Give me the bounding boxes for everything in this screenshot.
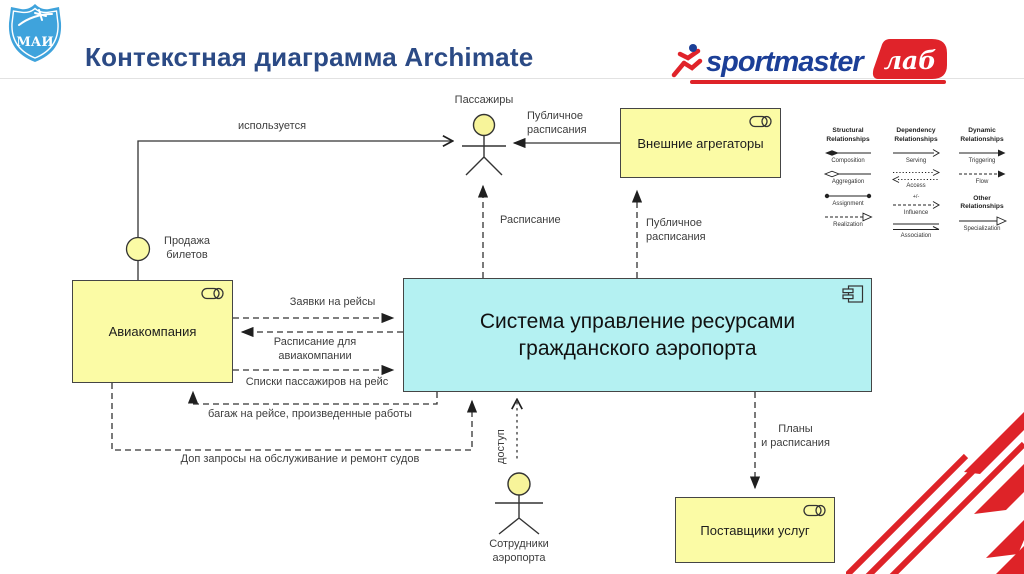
mai-logo-text: МАИ <box>16 35 53 50</box>
edge-label-passenger-lists: Списки пассажиров на рейс <box>245 376 389 388</box>
business-role-icon <box>803 504 826 517</box>
association-arrow-icon <box>893 223 940 231</box>
box-system: Система управление ресурсами гражданског… <box>403 278 872 392</box>
triggering-arrow-icon <box>959 149 1006 157</box>
edge-label-extra-requests: Доп запросы на обслуживание и ремонт суд… <box>180 453 420 465</box>
access-arrow-icon <box>891 169 941 184</box>
legend-access: Access <box>884 169 948 190</box>
edge-label-public-schedule-top: Публичное расписания <box>527 110 587 136</box>
legend-influence: +/- Influence <box>884 194 948 218</box>
legend-specialization: Specialization <box>950 215 1014 233</box>
sportmaster-logo-text: sportmaster <box>706 46 864 78</box>
actor-employees-label: Сотрудники аэропорта <box>489 538 549 564</box>
edge-label-schedule: Расписание <box>500 214 561 226</box>
influence-arrow-icon <box>893 201 940 209</box>
interface-label-ticket-sales: Продажа билетов <box>164 235 210 261</box>
box-service-providers-label: Поставщики услуг <box>700 522 810 538</box>
sportmaster-runner-icon <box>671 44 703 78</box>
flow-arrow-icon <box>959 170 1006 178</box>
box-service-providers: Поставщики услуг <box>675 497 835 563</box>
serving-arrow-used <box>137 141 452 238</box>
assignment-arrow-icon <box>824 193 872 198</box>
mai-plane-icon <box>18 9 53 26</box>
legend-association: Association <box>884 221 948 240</box>
edge-label-flight-requests: Заявки на рейсы <box>289 296 376 308</box>
actor-passengers-figure <box>462 113 506 176</box>
legend-serving: Serving <box>884 148 948 165</box>
sportmaster-underline <box>690 80 946 84</box>
header-divider <box>0 78 1024 79</box>
edge-label-schedule-for-airline: Расписание для авиакомпании <box>273 336 357 362</box>
box-system-label-line2: гражданского аэропорта <box>518 337 757 360</box>
page-title: Контекстная диаграмма Archimate <box>85 42 534 72</box>
lab-badge-text: лаб <box>884 46 937 75</box>
edge-label-baggage: багаж на рейсе, произведенные работы <box>208 408 412 420</box>
edge-label-public-schedule-right: Публичное расписания <box>646 217 706 243</box>
box-external-aggregators-label: Внешние агрегаторы <box>637 135 764 151</box>
mai-logo-icon: МАИ <box>8 4 62 62</box>
business-role-icon <box>201 287 224 300</box>
interface-circle-ticket-sales <box>125 236 151 262</box>
edge-label-access: доступ <box>495 429 507 464</box>
legend-assignment: Assignment <box>816 191 880 208</box>
flow-arrow-baggage <box>187 390 438 405</box>
composition-arrow-icon <box>825 150 871 156</box>
box-external-aggregators: Внешние агрегаторы <box>620 108 781 178</box>
edge-label-used: используется <box>238 120 307 132</box>
actor-passengers-label: Пассажиры <box>454 94 514 106</box>
legend-composition: Composition <box>816 148 880 165</box>
uml-component-icon <box>842 285 864 303</box>
box-airline-label: Авиакомпания <box>108 324 197 339</box>
box-system-label-line1: Система управление ресурсами <box>479 309 796 333</box>
corner-stripes-decoration <box>846 412 1024 574</box>
legend-flow: Flow <box>950 169 1014 186</box>
edge-label-plans: Планы и расписания <box>761 423 830 449</box>
box-airline: Авиакомпания <box>72 280 233 383</box>
flow-arrow-extra-requests <box>111 383 478 451</box>
realization-arrow-icon <box>825 212 873 222</box>
lab-badge: лаб <box>872 39 947 79</box>
specialization-arrow-icon <box>959 215 1007 226</box>
legend-realization: Realization <box>816 212 880 229</box>
business-role-icon <box>749 115 772 128</box>
actor-employees-figure <box>495 472 543 535</box>
serving-arrow-icon <box>893 149 940 158</box>
aggregation-arrow-icon <box>823 171 871 178</box>
legend-aggregation: Aggregation <box>816 169 880 186</box>
legend-triggering: Triggering <box>950 148 1014 165</box>
